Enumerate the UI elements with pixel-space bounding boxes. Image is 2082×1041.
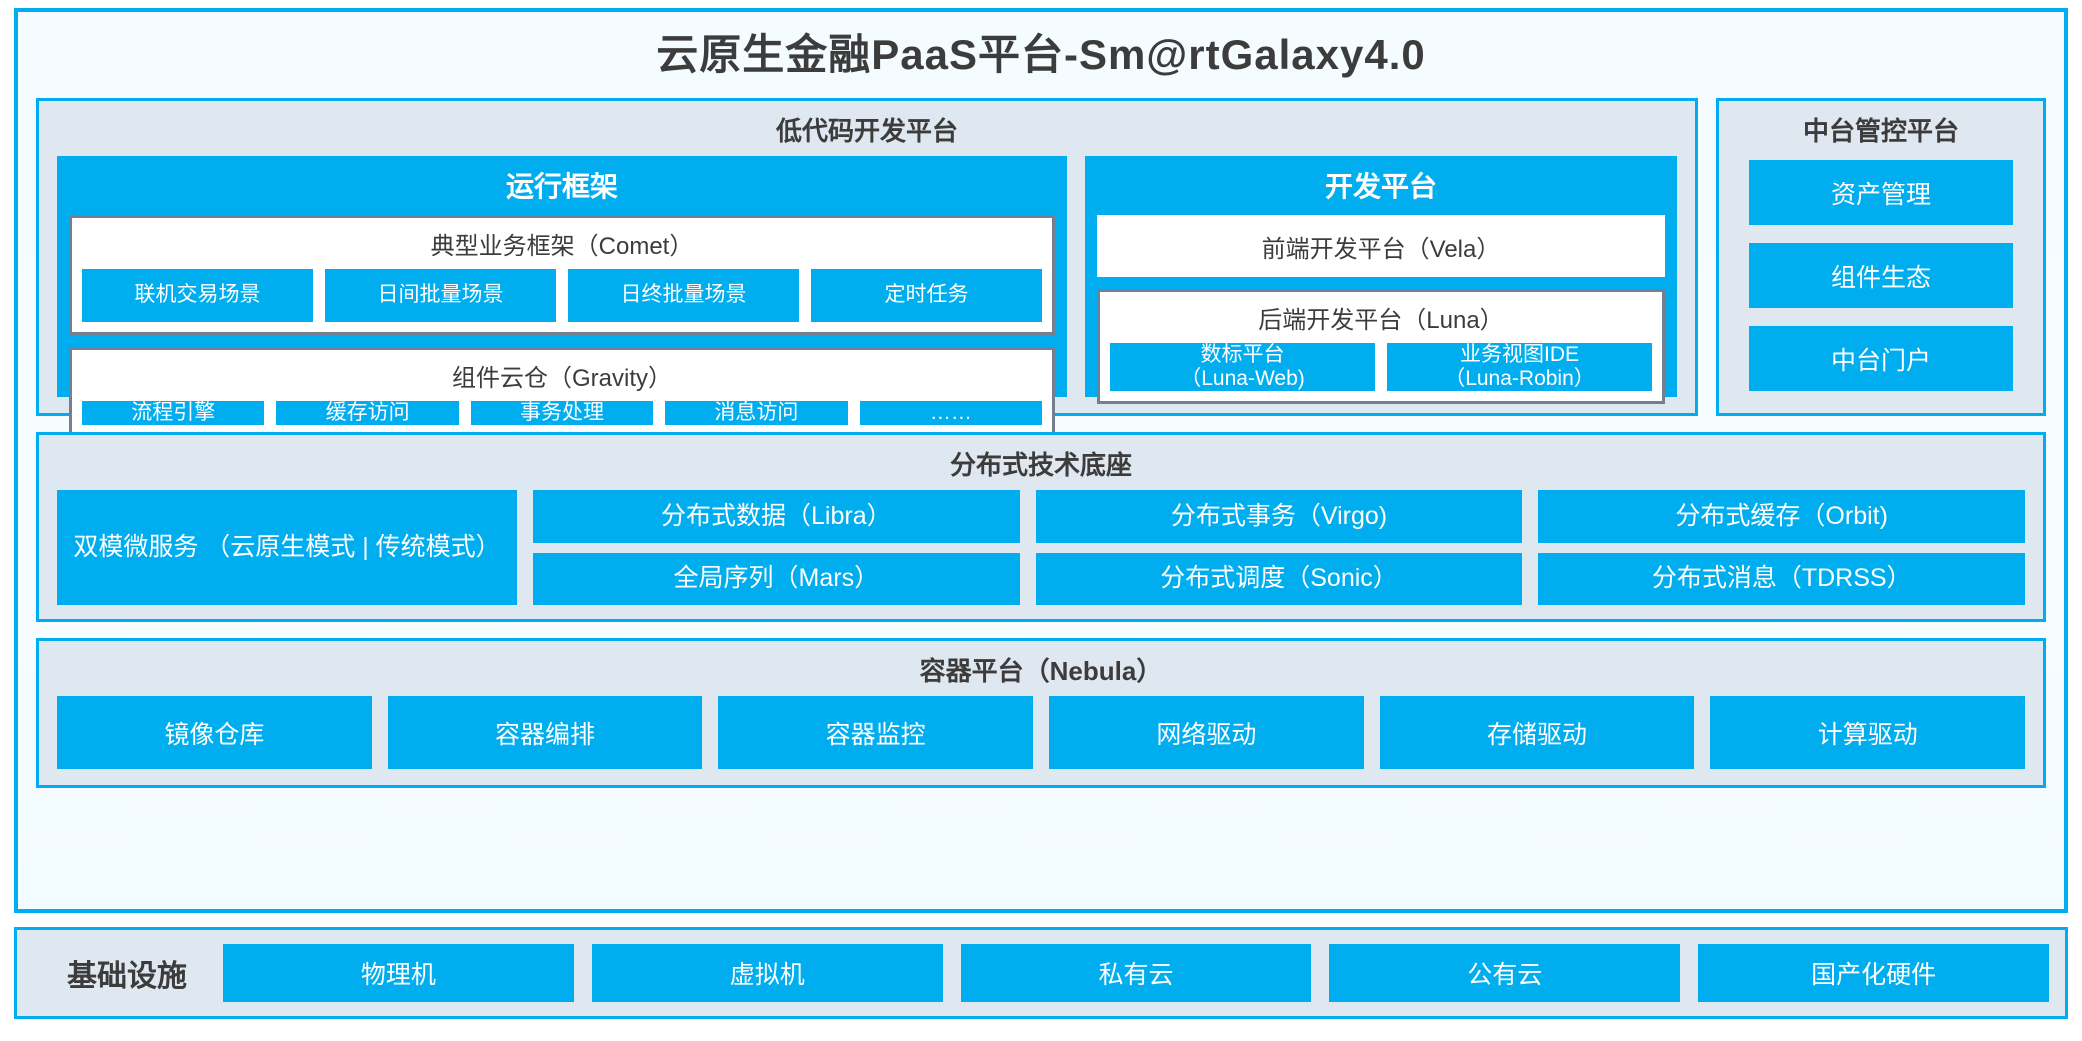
comet-title: 典型业务框架（Comet） xyxy=(430,233,694,260)
base-item-distributed-transaction-virgo[interactable]: 分布式事务（Virgo) xyxy=(1035,490,1523,543)
luna-item-row: 数标平台 （Luna-Web) 业务视图IDE （Luna-Robin） xyxy=(1110,343,1652,392)
panel-distributed-tech-base: 分布式技术底座 双模微服务 （云原生模式 | 传统模式） 分布式数据（Libra… xyxy=(36,432,2046,622)
comet-item-online-transaction[interactable]: 联机交易场景 xyxy=(82,269,313,322)
comet-item-row: 联机交易场景 日间批量场景 日终批量场景 定时任务 xyxy=(82,269,1042,322)
comet-item-eod-batch[interactable]: 日终批量场景 xyxy=(568,269,799,322)
container-item-monitoring[interactable]: 容器监控 xyxy=(718,696,1034,769)
base-col-2: 分布式事务（Virgo) 分布式调度（Sonic） xyxy=(1035,490,1523,605)
base-item-global-sequence-mars[interactable]: 全局序列（Mars） xyxy=(533,552,1020,605)
midoffice-item-asset-management[interactable]: 资产管理 xyxy=(1749,160,2013,225)
gravity-title: 组件云仓（Gravity） xyxy=(451,365,672,392)
lowcode-platform-title: 低代码开发平台 xyxy=(775,116,958,146)
box-luna-backend-platform: 后端开发平台（Luna） 数标平台 （Luna-Web) xyxy=(1097,289,1665,405)
gravity-item-transaction-processing[interactable]: 事务处理 xyxy=(470,401,654,426)
infra-item-domestic-hardware[interactable]: 国产化硬件 xyxy=(1698,944,2049,1002)
luna-web-name: 数标平台 xyxy=(1200,343,1285,366)
infrastructure-label: 基础设施 xyxy=(67,960,187,993)
panel-container-platform: 容器平台（Nebula） 镜像仓库 容器编排 容器监控 网络驱动 存储驱动 计算… xyxy=(36,638,2046,788)
infra-item-physical-machine[interactable]: 物理机 xyxy=(223,944,574,1002)
card-development-platform: 开发平台 前端开发平台（Vela） 后端开发平台（Luna） 数标平台 （Lun… xyxy=(1085,156,1677,405)
luna-item-business-view-ide[interactable]: 业务视图IDE （Luna-Robin） xyxy=(1387,343,1652,392)
midoffice-platform-title: 中台管控平台 xyxy=(1802,116,1959,146)
comet-item-scheduled-task[interactable]: 定时任务 xyxy=(811,269,1042,322)
distributed-base-body: 双模微服务 （云原生模式 | 传统模式） 分布式数据（Libra） 全局序列（M… xyxy=(39,490,2043,619)
midoffice-item-component-ecosystem[interactable]: 组件生态 xyxy=(1749,243,2013,308)
base-item-dual-mode-microservice[interactable]: 双模微服务 （云原生模式 | 传统模式） xyxy=(57,490,517,605)
container-item-storage-driver[interactable]: 存储驱动 xyxy=(1379,696,1695,769)
luna-robin-sub: （Luna-Robin） xyxy=(1444,367,1595,391)
panel-midoffice-platform: 中台管控平台 资产管理 组件生态 中台门户 xyxy=(1716,98,2046,416)
container-item-compute-driver[interactable]: 计算驱动 xyxy=(1710,696,2026,769)
page-title: 云原生金融PaaS平台-Sm@rtGalaxy4.0 xyxy=(656,31,1426,78)
luna-item-data-standard-platform[interactable]: 数标平台 （Luna-Web) xyxy=(1110,343,1375,392)
base-item-distributed-message-tdrss[interactable]: 分布式消息（TDRSS） xyxy=(1538,552,2026,605)
container-item-orchestration[interactable]: 容器编排 xyxy=(387,696,703,769)
comet-item-intraday-batch[interactable]: 日间批量场景 xyxy=(325,269,556,322)
infra-item-virtual-machine[interactable]: 虚拟机 xyxy=(591,944,943,1002)
luna-robin-name: 业务视图IDE xyxy=(1459,343,1579,366)
midoffice-platform-body: 资产管理 组件生态 中台门户 xyxy=(1719,156,2043,413)
gravity-item-cache-access[interactable]: 缓存访问 xyxy=(276,401,459,426)
panel-infrastructure: 基础设施 物理机 虚拟机 私有云 公有云 国产化硬件 xyxy=(14,927,2068,1019)
midoffice-item-portal[interactable]: 中台门户 xyxy=(1749,326,2013,391)
box-comet-business-framework: 典型业务框架（Comet） 联机交易场景 日间批量场景 日终批量场景 定时任务 xyxy=(69,215,1055,335)
base-col-dual-mode: 双模微服务 （云原生模式 | 传统模式） xyxy=(57,490,517,605)
distributed-base-title: 分布式技术底座 xyxy=(949,450,1132,480)
panel-lowcode-platform: 低代码开发平台 运行框架 典型业务框架（Comet） 联机交易场景 日间批量场景… xyxy=(36,98,1698,439)
container-platform-title: 容器平台（Nebula） xyxy=(919,656,1163,686)
base-item-distributed-cache-orbit[interactable]: 分布式缓存（Orbit) xyxy=(1538,490,2026,543)
luna-web-sub: （Luna-Web) xyxy=(1180,367,1305,391)
base-item-distributed-data-libra[interactable]: 分布式数据（Libra） xyxy=(533,490,1020,543)
container-item-network-driver[interactable]: 网络驱动 xyxy=(1049,696,1364,769)
box-vela-frontend-platform[interactable]: 前端开发平台（Vela） xyxy=(1097,215,1665,277)
base-col-3: 分布式缓存（Orbit) 分布式消息（TDRSS） xyxy=(1538,490,2026,605)
base-col-1: 分布式数据（Libra） 全局序列（Mars） xyxy=(533,490,1020,605)
main-platform-frame: 云原生金融PaaS平台-Sm@rtGalaxy4.0 低代码开发平台 运行框架 … xyxy=(14,8,2068,913)
dual-mode-line2: （云原生模式 | 传统模式） xyxy=(205,532,501,561)
infra-item-private-cloud[interactable]: 私有云 xyxy=(960,944,1312,1002)
gravity-item-more[interactable]: …… xyxy=(859,401,1043,426)
development-platform-title: 开发平台 xyxy=(1324,171,1437,202)
lowcode-platform-body: 运行框架 典型业务框架（Comet） 联机交易场景 日间批量场景 日终批量场景 … xyxy=(39,156,1695,439)
box-gravity-component-cloud: 组件云仓（Gravity） 流程引擎 缓存访问 事务处理 消息访问 …… xyxy=(69,347,1055,439)
container-item-image-registry[interactable]: 镜像仓库 xyxy=(57,696,372,769)
gravity-item-row: 流程引擎 缓存访问 事务处理 消息访问 …… xyxy=(82,401,1043,426)
gravity-item-process-engine[interactable]: 流程引擎 xyxy=(82,401,265,426)
gravity-item-message-access[interactable]: 消息访问 xyxy=(665,401,848,426)
row-lowcode-and-midoffice: 低代码开发平台 运行框架 典型业务框架（Comet） 联机交易场景 日间批量场景… xyxy=(36,98,2046,439)
infra-item-public-cloud[interactable]: 公有云 xyxy=(1329,944,1681,1002)
container-platform-body: 镜像仓库 容器编排 容器监控 网络驱动 存储驱动 计算驱动 xyxy=(39,696,2043,785)
card-runtime-framework: 运行框架 典型业务框架（Comet） 联机交易场景 日间批量场景 日终批量场景 … xyxy=(57,156,1067,439)
runtime-framework-title: 运行框架 xyxy=(505,171,618,202)
dual-mode-line1: 双模微服务 xyxy=(73,532,199,561)
base-item-distributed-scheduling-sonic[interactable]: 分布式调度（Sonic） xyxy=(1035,552,1523,605)
luna-title: 后端开发平台（Luna） xyxy=(1258,307,1504,334)
